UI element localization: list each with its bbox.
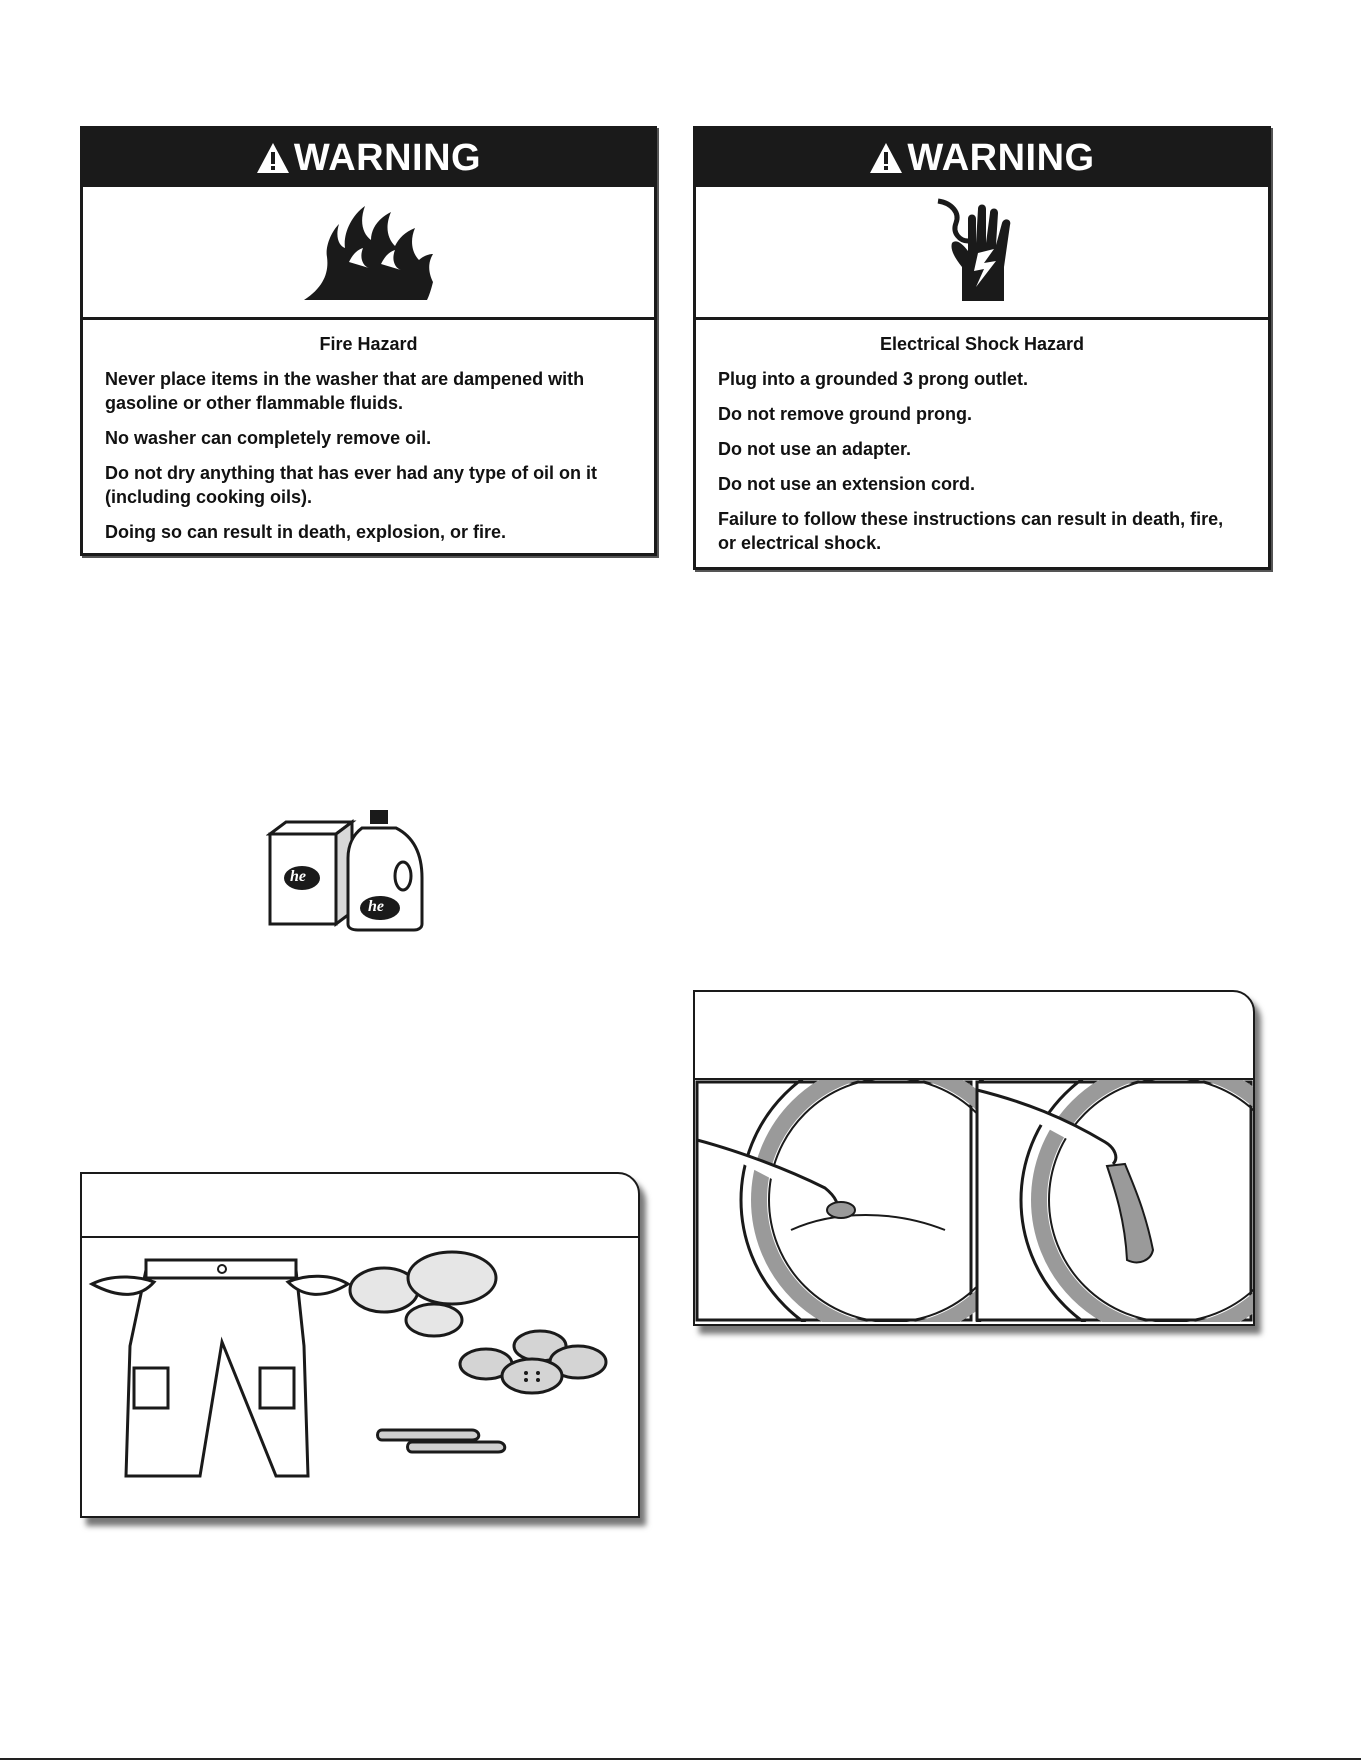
warning-line: Never place items in the washer that are…: [105, 369, 585, 413]
warning-line: Do not dry anything that has ever had an…: [105, 463, 598, 507]
warning-line: Failure to follow these instructions can…: [718, 509, 1224, 553]
alert-triangle-icon: [256, 143, 289, 173]
warning-icon-area: [696, 187, 1268, 320]
panel-header: [82, 1174, 638, 1238]
warning-line: Plug into a grounded 3 prong outlet.: [718, 369, 1028, 389]
warning-line: Do not remove ground prong.: [718, 404, 972, 424]
he-detergent-illustration: he he: [266, 808, 426, 932]
warning-body: Electrical Shock Hazard Plug into a grou…: [696, 320, 1268, 576]
warning-icon-area: [83, 187, 654, 320]
warning-line: Do not use an adapter.: [718, 439, 912, 459]
warning-heading: WARNING: [907, 136, 1095, 179]
warning-line: No washer can completely remove oil.: [105, 428, 432, 448]
warning-header: WARNING: [696, 129, 1268, 187]
empty-pockets-panel: [80, 1172, 640, 1518]
warning-heading: WARNING: [293, 136, 482, 179]
warning-line: Doing so can result in death, explosion,…: [105, 522, 507, 542]
panel-header: [695, 992, 1253, 1080]
fire-icon: [303, 206, 433, 300]
warning-header: WARNING: [83, 129, 654, 187]
warning-line: Do not use an extension cord.: [718, 474, 976, 494]
pants-pockets-illustration: [88, 1250, 608, 1478]
electric-shock-hand-icon: [937, 198, 1011, 301]
alert-triangle-icon: [870, 143, 903, 173]
gasket-cleaning-panel: [693, 990, 1255, 1326]
hazard-title: Electrical Shock Hazard: [879, 334, 1085, 354]
washer-gasket-illustration: [695, 1080, 1253, 1322]
he-logo-text: he: [368, 898, 384, 915]
electrical-shock-warning: WARNING Electrical Shock Hazard Plug int…: [693, 126, 1271, 570]
warning-body: Fire Hazard Never place items in the was…: [83, 320, 654, 565]
detergent-box-and-bottle-icon: [266, 810, 424, 932]
page-footer-rule: [0, 1758, 1361, 1760]
hazard-title: Fire Hazard: [319, 334, 418, 354]
he-logo-text: he: [290, 868, 306, 885]
fire-hazard-warning: WARNING Fire Hazard Never place items in…: [80, 126, 657, 556]
